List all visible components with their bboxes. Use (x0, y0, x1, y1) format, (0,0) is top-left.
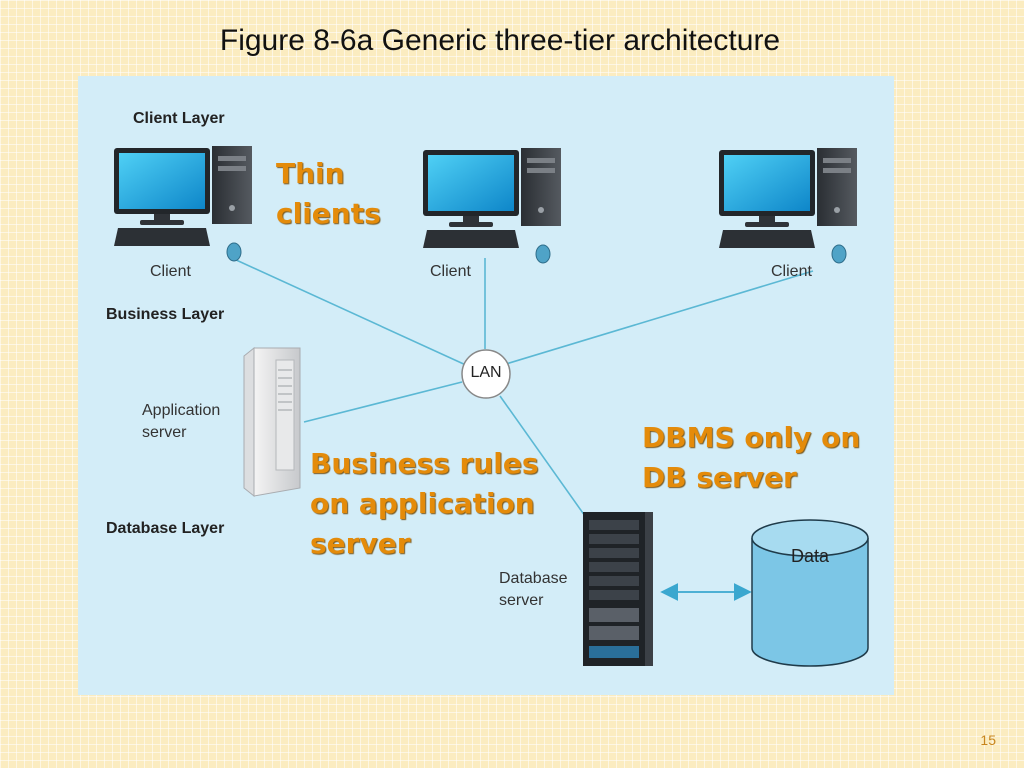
connector-db-server (499, 395, 586, 517)
page-number: 15 (980, 732, 996, 748)
connector-client-1 (233, 258, 469, 367)
database-server-icon (583, 512, 653, 666)
client-3-computer-icon (719, 148, 857, 264)
db-server-label-line2: server (499, 592, 544, 609)
db-server-label-line1: Database (499, 570, 568, 587)
connector-app-server (303, 381, 463, 423)
app-server-label-line2: server (142, 424, 187, 441)
slide-title: Figure 8-6a Generic three-tier architect… (219, 24, 781, 57)
business-rules-line2: on application (310, 487, 535, 520)
thin-clients-line1: Thin (276, 157, 345, 190)
client-2-label: Client (430, 263, 471, 280)
dbms-annotation: DBMS only on DB server (642, 418, 860, 498)
database-layer-label: Database Layer (106, 520, 225, 537)
business-rules-line1: Business rules (310, 447, 539, 480)
thin-clients-annotation: Thin clients (276, 154, 381, 234)
app-server-label-line1: Application (142, 402, 221, 419)
client-layer-label: Client Layer (133, 110, 225, 127)
dbms-line2: DB server (642, 461, 797, 494)
diagram-graphics (114, 146, 869, 667)
business-rules-line3: server (310, 527, 411, 560)
thin-clients-line2: clients (276, 197, 381, 230)
application-server-icon (243, 346, 301, 498)
business-layer-label: Business Layer (106, 306, 225, 323)
business-rules-annotation: Business rules on application server (310, 444, 539, 564)
client-1-label: Client (150, 263, 191, 280)
data-label: Data (790, 546, 830, 566)
lan-label: LAN (470, 364, 502, 381)
dbms-line1: DBMS only on (642, 421, 861, 454)
client-2-computer-icon (423, 148, 561, 264)
client-3-label: Client (771, 263, 812, 280)
lan-hub-circle (461, 349, 511, 399)
architecture-diagram: Client Layer Business Layer Database Lay… (78, 76, 894, 695)
lan-connectors (233, 258, 814, 517)
connector-client-3 (505, 270, 814, 365)
data-cylinder-icon (751, 519, 869, 667)
client-1-computer-icon (114, 146, 252, 262)
